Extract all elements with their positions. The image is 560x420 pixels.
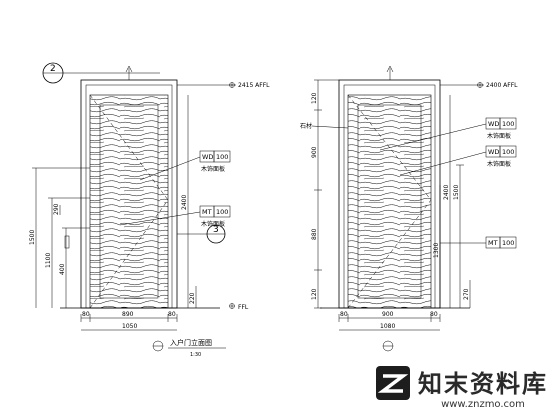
svg-text:2: 2	[50, 64, 56, 74]
svg-text:木饰面板: 木饰面板	[487, 132, 511, 140]
right-left-dims: 120 900 880 120	[311, 79, 339, 309]
left-ffl-mark: FFL	[229, 303, 249, 311]
left-door-elevation: 2415 AFFL FFL 2 3 WD 100	[29, 62, 270, 358]
svg-text:MT: MT	[488, 239, 498, 247]
svg-text:100: 100	[502, 148, 514, 156]
svg-text:100: 100	[502, 239, 514, 247]
watermark-brand: 知末资料库	[418, 370, 548, 398]
left-title: 入户门立面图	[170, 338, 212, 347]
svg-text:2400: 2400	[181, 195, 188, 210]
right-tag-mt: MT 100	[440, 236, 517, 249]
svg-text:1050: 1050	[122, 323, 137, 330]
watermark-url: www.znzmo.com	[441, 399, 525, 410]
svg-text:900: 900	[311, 146, 318, 158]
right-door-panel	[357, 104, 422, 299]
svg-text:木饰面板: 木饰面板	[201, 165, 225, 173]
svg-text:100: 100	[216, 153, 228, 161]
svg-text:WD: WD	[488, 148, 499, 156]
right-side-label: 石材	[300, 122, 312, 130]
right-bottom-dims: 80 900 80 1080	[338, 311, 441, 331]
left-door-handle	[64, 235, 70, 249]
svg-text:2400: 2400	[443, 185, 450, 200]
left-tag-mt: MT 100 木饰面板	[119, 205, 231, 228]
svg-text:100: 100	[216, 208, 228, 216]
svg-text:1100: 1100	[45, 253, 52, 268]
svg-text:290: 290	[53, 203, 60, 215]
right-door-elevation: 2400 AFFL 石材 WD 100 木饰面板 WD 100 木饰面板 MT …	[300, 65, 518, 352]
svg-text:120: 120	[311, 92, 318, 104]
left-section-bubble-2: 2	[42, 62, 160, 84]
znzmo-logo-icon	[376, 366, 410, 400]
svg-text:木饰面板: 木饰面板	[201, 220, 225, 228]
svg-text:木饰面板: 木饰面板	[487, 160, 511, 168]
left-level-label: 2415 AFFL	[238, 82, 270, 89]
svg-text:220: 220	[189, 292, 196, 304]
svg-text:WD: WD	[488, 120, 499, 128]
left-tag-wd: WD 100 木饰面板	[139, 150, 231, 181]
svg-text:120: 120	[311, 288, 318, 300]
svg-text:WD: WD	[202, 153, 213, 161]
svg-text:MT: MT	[202, 208, 212, 216]
svg-text:1500: 1500	[29, 230, 36, 245]
svg-text:880: 880	[311, 228, 318, 240]
svg-text:100: 100	[502, 120, 514, 128]
left-view-title: 入户门立面图 1:30	[152, 338, 226, 358]
right-level-label: 2400 AFFL	[486, 82, 518, 89]
left-door-leaf	[89, 94, 169, 309]
left-level-mark: 2415 AFFL	[177, 82, 270, 89]
right-door-leaf	[347, 94, 432, 309]
svg-text:80: 80	[168, 311, 176, 318]
left-ffl-label: FFL	[238, 304, 249, 311]
svg-text:270: 270	[463, 288, 470, 300]
right-tag-wd-2: WD 100 木饰面板	[399, 145, 517, 176]
svg-text:900: 900	[382, 311, 394, 318]
svg-text:80: 80	[430, 311, 438, 318]
left-right-dims: 2400 220	[181, 95, 197, 308]
left-vertical-dims: 1500 1100 400 290	[29, 167, 90, 308]
watermark: 知末资料库 www.znzmo.com	[376, 364, 548, 410]
right-right-dims: 2400 1500 1300 270	[433, 95, 471, 308]
svg-text:890: 890	[122, 311, 134, 318]
svg-text:80: 80	[340, 311, 348, 318]
svg-text:1500: 1500	[453, 185, 460, 200]
right-view-title-mark	[382, 340, 394, 352]
svg-text:400: 400	[59, 263, 66, 275]
svg-text:80: 80	[82, 311, 90, 318]
svg-text:1300: 1300	[433, 243, 440, 258]
left-door-panel	[99, 104, 159, 299]
svg-text:3: 3	[213, 225, 219, 235]
right-level-mark: 2400 AFFL	[440, 82, 518, 89]
svg-text:1080: 1080	[380, 323, 395, 330]
left-section-bubble-3: 3	[177, 224, 226, 244]
right-tag-wd-1: WD 100 木饰面板	[379, 117, 517, 151]
left-scale: 1:30	[190, 352, 201, 358]
left-bottom-dims: 80 890 80 1050	[80, 311, 178, 331]
